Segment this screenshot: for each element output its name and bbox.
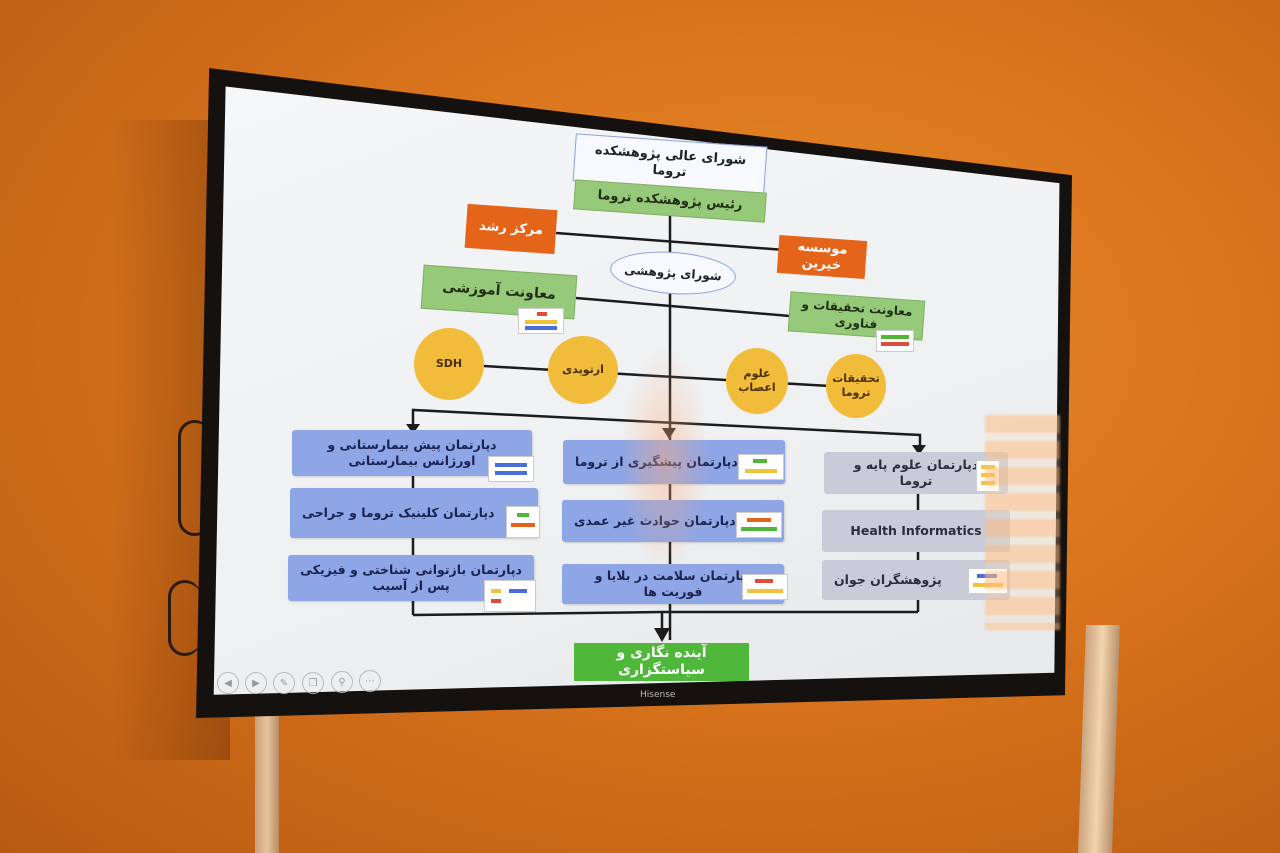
foresight-box: آینده نگاری و سیاستگزاری xyxy=(574,643,749,681)
dept-prehospital-thumbnail xyxy=(488,456,534,482)
tv-brand-logo: Hisense xyxy=(640,690,676,700)
more-icon[interactable]: ⋯ xyxy=(359,670,381,692)
window-reflection xyxy=(985,415,1060,630)
next-icon[interactable]: ▶ xyxy=(245,672,267,694)
orthopedics-circle: ارتوپدی xyxy=(548,336,618,404)
neuroscience-circle: علوم اعصاب xyxy=(726,348,788,414)
charity-box: موسسه خیرین xyxy=(776,234,868,280)
pen-icon[interactable]: ✎ xyxy=(273,672,295,694)
dept-unintentional-thumbnail xyxy=(736,512,782,538)
education-thumbnail xyxy=(518,308,564,334)
copy-icon[interactable]: ❐ xyxy=(302,672,324,694)
sdh-circle: SDH xyxy=(414,328,484,400)
wall-bracket xyxy=(255,715,279,853)
dept-rehabilitation-thumbnail xyxy=(484,580,536,612)
power-cable-2 xyxy=(168,580,201,656)
trauma-research-circle: تحقیقات تروما xyxy=(826,354,886,418)
dept-disaster-thumbnail xyxy=(742,574,788,600)
prev-icon[interactable]: ◀ xyxy=(217,672,239,694)
dept-trauma-clinic-thumbnail xyxy=(506,506,540,538)
dept-prevention-thumbnail xyxy=(738,454,784,480)
power-cable xyxy=(178,420,211,536)
zoom-icon[interactable]: ⚲ xyxy=(331,671,353,693)
dept-health-informatics: Health Informatics xyxy=(822,510,1010,552)
research-thumbnail xyxy=(876,330,914,352)
light-reflection xyxy=(620,345,710,575)
incubator-box: مرکز رشد xyxy=(464,203,558,255)
dept-trauma-clinic: دپارتمان کلینیک تروما و جراحی xyxy=(290,488,538,538)
